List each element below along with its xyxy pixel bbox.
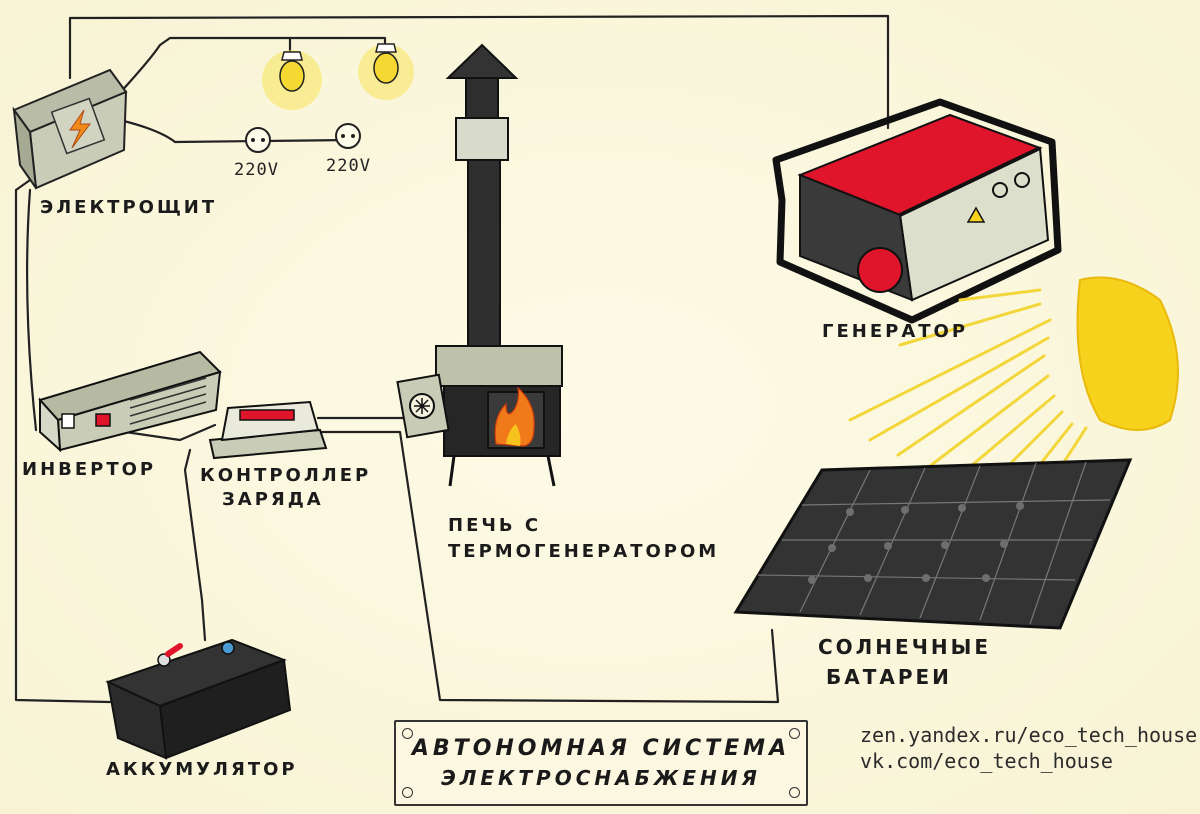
lamp-right: [358, 44, 414, 100]
title-line1: автономная система: [396, 736, 806, 761]
link-zen[interactable]: zen.yandex.ru/eco_tech_house: [860, 722, 1197, 748]
sun-icon: [850, 278, 1178, 475]
controller-label-line2: заряда: [222, 490, 324, 511]
thermogenerator-fan-icon: [397, 375, 448, 437]
solar-label-line1: солнечные: [818, 636, 991, 659]
socket-right-icon: [336, 124, 360, 148]
stove-label-line1: печь с: [448, 516, 541, 537]
generator-label: генератор: [822, 322, 968, 343]
controller-label-line1: контроллер: [200, 466, 371, 487]
battery: [108, 640, 290, 758]
lamp-left: [262, 50, 322, 110]
link-vk[interactable]: vk.com/eco_tech_house: [860, 748, 1197, 774]
wire-panel-to-lamps: [118, 38, 385, 95]
wire-inverter-to-panel: [27, 190, 36, 430]
title-plate: автономная система электроснабжения: [394, 720, 808, 806]
inverter-label: инвертор: [22, 460, 156, 481]
battery-label: аккумулятор: [106, 760, 298, 781]
socket-right-label: 220V: [326, 156, 371, 176]
charge-controller: [210, 402, 326, 458]
generator: [776, 102, 1058, 320]
socket-left-label: 220V: [234, 160, 279, 180]
solar-panel: [736, 460, 1130, 628]
socket-left-icon: [246, 128, 270, 152]
panel-label: электрощит: [40, 198, 217, 219]
stove-thermogenerator: [397, 45, 562, 486]
source-links: zen.yandex.ru/eco_tech_house vk.com/eco_…: [860, 722, 1197, 774]
wire-panel-to-sockets: [120, 120, 350, 142]
wire-solar-to-controller: [320, 432, 778, 702]
electrical-panel: [14, 70, 126, 188]
stove-label-line2: термогенератором: [448, 542, 719, 563]
title-line2: электроснабжения: [396, 766, 806, 790]
solar-label-line2: батареи: [826, 666, 952, 689]
